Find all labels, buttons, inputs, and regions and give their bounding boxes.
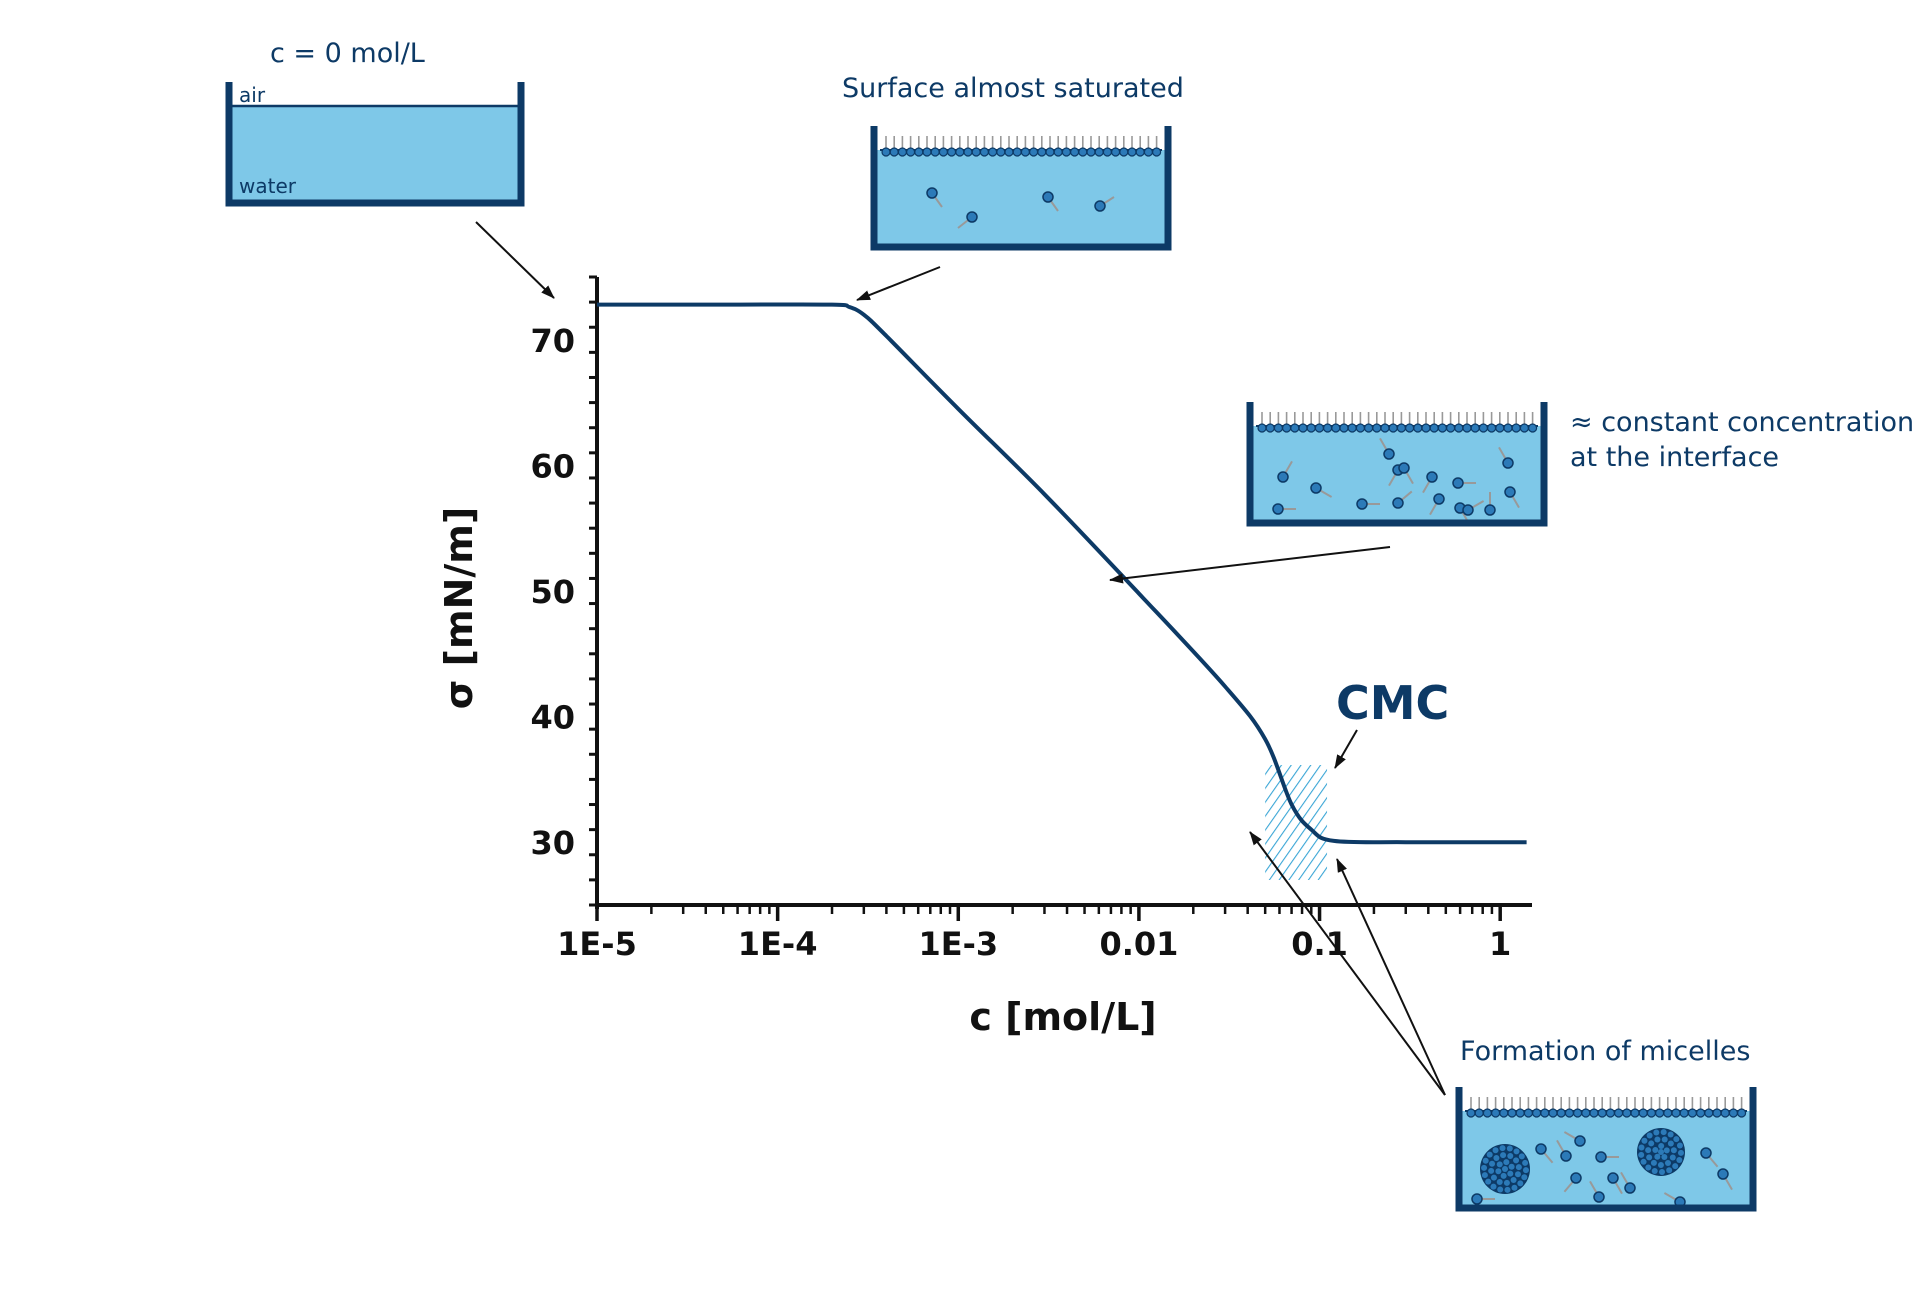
y-tick-label: 30 <box>530 824 575 862</box>
free-molecules <box>1471 1131 1733 1208</box>
surfactant-monolayer <box>1256 412 1538 433</box>
annotation-arrows <box>475 221 1446 1096</box>
beaker-pure-water <box>225 82 525 207</box>
ticks: 30 40 50 60 70 1E-5 1E-4 1E-3 0.01 0.1 1 <box>530 275 1511 963</box>
x-axis-label: c [mol/L] <box>969 995 1156 1039</box>
arrow-constant <box>1109 546 1391 584</box>
x-tick-label: 0.01 <box>1099 925 1178 963</box>
label-constant-line1: ≈ constant concentration <box>1570 407 1915 438</box>
x-tick-label: 1E-5 <box>557 925 637 963</box>
beaker-constant <box>1246 402 1548 527</box>
y-tick-label: 50 <box>530 573 575 611</box>
y-tick-label: 40 <box>530 699 575 737</box>
x-tick-label: 0.1 <box>1291 925 1348 963</box>
arrow-micelles-b <box>1336 858 1446 1096</box>
label-surface-saturated: Surface almost saturated <box>842 73 1184 104</box>
label-micelles: Formation of micelles <box>1460 1036 1751 1067</box>
x-tick-label: 1E-3 <box>918 925 998 963</box>
label-constant-line2: at the interface <box>1570 442 1780 473</box>
arrow-pure-water <box>475 221 555 299</box>
label-water: water <box>239 174 296 198</box>
label-cmc: CMC <box>1336 676 1450 730</box>
axes <box>595 277 1532 909</box>
y-tick-label: 70 <box>530 322 575 360</box>
surfactant-monolayer <box>1465 1097 1747 1118</box>
surfactant-monolayer <box>880 136 1162 157</box>
cmc-region <box>1265 765 1328 880</box>
beaker-saturated <box>870 126 1172 251</box>
arrow-saturated <box>856 266 941 301</box>
label-air: air <box>239 83 266 107</box>
beaker-micelles <box>1455 1087 1757 1212</box>
label-pure-water: c = 0 mol/L <box>270 38 425 69</box>
free-molecules <box>1272 437 1520 525</box>
free-molecules <box>926 187 1115 229</box>
micelles <box>1480 1128 1685 1194</box>
y-axis-label: σ [mN/m] <box>437 507 481 709</box>
x-tick-label: 1E-4 <box>738 925 818 963</box>
x-tick-label: 1 <box>1489 925 1511 963</box>
arrow-cmc <box>1334 729 1358 769</box>
arrow-micelles-a <box>1249 831 1446 1096</box>
y-tick-label: 60 <box>530 447 575 485</box>
surface-tension-curve <box>597 302 1527 845</box>
